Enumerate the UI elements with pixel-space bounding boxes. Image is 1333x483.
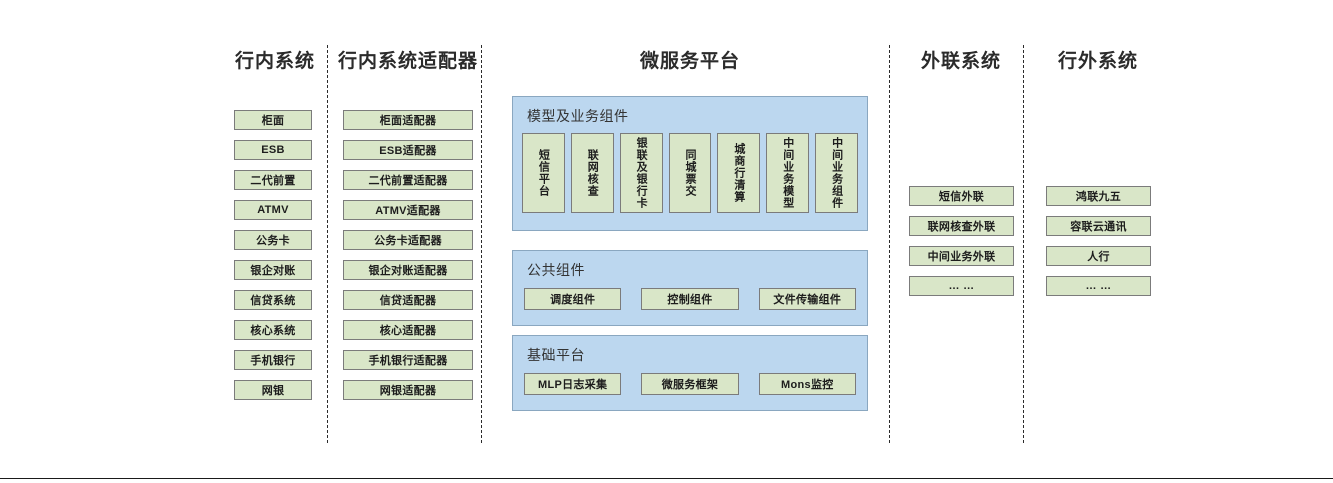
node-external-liaison-systems-3[interactable]: … …	[909, 276, 1014, 296]
node-intra-bank-systems-5[interactable]: 银企对账	[234, 260, 312, 280]
node-model-business-components-2[interactable]: 银联及银行卡	[619, 133, 663, 213]
node-off-bank-systems-3[interactable]: … …	[1046, 276, 1151, 296]
node-base-platform-2[interactable]: Mons监控	[758, 373, 856, 395]
node-model-business-components-4[interactable]: 城商行清算	[717, 133, 761, 213]
column-title-off-bank-systems: 行外系统	[1057, 51, 1138, 72]
panel-title-base-platform: 基础平台	[527, 347, 585, 363]
node-label: 联网核查	[586, 149, 599, 197]
node-intra-bank-adapters-7[interactable]: 核心适配器	[343, 320, 473, 340]
node-intra-bank-systems-1[interactable]: ESB	[234, 140, 312, 160]
node-intra-bank-systems-8[interactable]: 手机银行	[234, 350, 312, 370]
node-intra-bank-adapters-3[interactable]: ATMV适配器	[343, 200, 473, 220]
node-public-components-2[interactable]: 文件传输组件	[758, 288, 856, 310]
panel-title-model-business-components: 模型及业务组件	[527, 108, 629, 124]
column-divider-3	[889, 45, 890, 443]
panel-title-public-components: 公共组件	[527, 262, 585, 278]
node-intra-bank-systems-3[interactable]: ATMV	[234, 200, 312, 220]
node-model-business-components-3[interactable]: 同城票交	[668, 133, 712, 213]
column-divider-2	[481, 45, 482, 443]
node-intra-bank-adapters-6[interactable]: 信贷适配器	[343, 290, 473, 310]
column-title-intra-bank-systems: 行内系统	[234, 51, 315, 72]
node-intra-bank-adapters-5[interactable]: 银企对账适配器	[343, 260, 473, 280]
node-model-business-components-6[interactable]: 中间业务组件	[815, 133, 858, 213]
node-label: 城商行清算	[732, 143, 745, 203]
node-intra-bank-systems-9[interactable]: 网银	[234, 380, 312, 400]
node-model-business-components-1[interactable]: 联网核查	[570, 133, 614, 213]
node-label: 同城票交	[683, 149, 696, 197]
node-intra-bank-adapters-0[interactable]: 柜面适配器	[343, 110, 473, 130]
node-external-liaison-systems-2[interactable]: 中间业务外联	[909, 246, 1014, 266]
node-intra-bank-systems-4[interactable]: 公务卡	[234, 230, 312, 250]
node-intra-bank-systems-2[interactable]: 二代前置	[234, 170, 312, 190]
node-external-liaison-systems-1[interactable]: 联网核查外联	[909, 216, 1014, 236]
node-intra-bank-adapters-8[interactable]: 手机银行适配器	[343, 350, 473, 370]
node-intra-bank-adapters-4[interactable]: 公务卡适配器	[343, 230, 473, 250]
column-title-external-liaison-systems: 外联系统	[920, 51, 1001, 72]
node-label: 中间业务模型	[781, 137, 794, 209]
node-public-components-0[interactable]: 调度组件	[524, 288, 622, 310]
node-label: 中间业务组件	[830, 137, 843, 209]
node-off-bank-systems-0[interactable]: 鸿联九五	[1046, 186, 1151, 206]
node-off-bank-systems-2[interactable]: 人行	[1046, 246, 1151, 266]
node-off-bank-systems-1[interactable]: 容联云通讯	[1046, 216, 1151, 236]
node-base-platform-1[interactable]: 微服务框架	[641, 373, 739, 395]
node-intra-bank-adapters-9[interactable]: 网银适配器	[343, 380, 473, 400]
bottom-rule	[0, 478, 1333, 479]
node-label: 银联及银行卡	[635, 137, 648, 209]
node-model-business-components-0[interactable]: 短信平台	[522, 133, 565, 213]
node-base-platform-0[interactable]: MLP日志采集	[524, 373, 622, 395]
node-label: 短信平台	[537, 149, 550, 197]
node-intra-bank-systems-6[interactable]: 信贷系统	[234, 290, 312, 310]
node-public-components-1[interactable]: 控制组件	[641, 288, 739, 310]
node-model-business-components-5[interactable]: 中间业务模型	[766, 133, 810, 213]
column-title-intra-bank-adapters: 行内系统适配器	[337, 51, 478, 72]
column-divider-4	[1023, 45, 1024, 443]
column-title-microservice-platform: 微服务平台	[639, 51, 740, 72]
node-external-liaison-systems-0[interactable]: 短信外联	[909, 186, 1014, 206]
node-intra-bank-systems-7[interactable]: 核心系统	[234, 320, 312, 340]
node-intra-bank-adapters-2[interactable]: 二代前置适配器	[343, 170, 473, 190]
node-intra-bank-adapters-1[interactable]: ESB适配器	[343, 140, 473, 160]
node-intra-bank-systems-0[interactable]: 柜面	[234, 110, 312, 130]
column-divider-1	[327, 45, 328, 443]
